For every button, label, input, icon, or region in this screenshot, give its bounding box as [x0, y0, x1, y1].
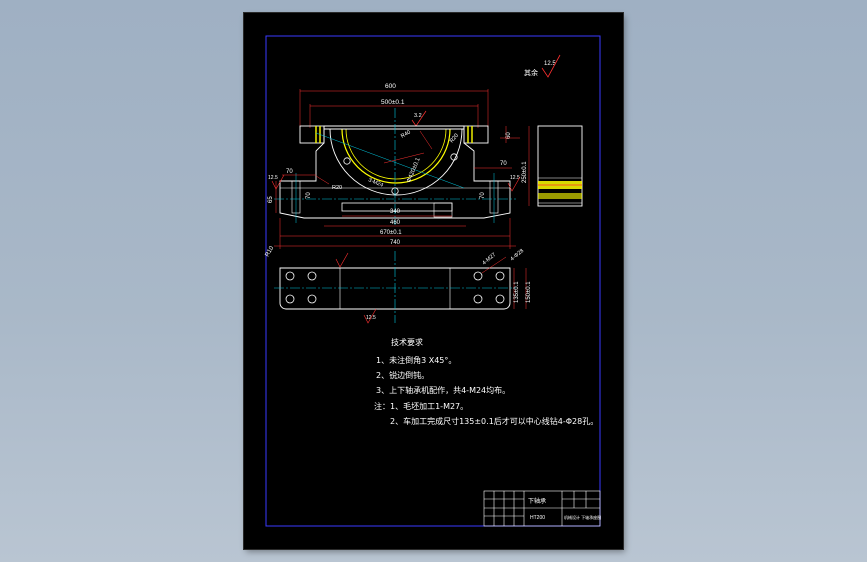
notes-line-5: 2、车加工完成尺寸135±0.1后才可以中心线钻4-Φ28孔。	[390, 416, 598, 426]
roughness-label: 其余	[524, 68, 538, 77]
cad-drawing: 其余 12.5 600 500±0.1 3.2	[265, 35, 601, 527]
dim-r40: R40	[400, 129, 412, 139]
roughness-symbol: 其余 12.5	[524, 54, 561, 78]
roughness-12-5-right: 12.5	[510, 175, 520, 181]
dim-500: 500±0.1	[381, 99, 405, 106]
title-code: 机械设计 下轴承座图	[564, 514, 601, 520]
dim-70-right-top: 70	[500, 161, 507, 167]
front-view: 600 500±0.1 3.2	[268, 83, 521, 249]
dim-60: 60	[506, 132, 512, 139]
top-view: R10 4-M27 4-Φ28 135±0.1 150±0.1 12.5	[265, 245, 532, 324]
title-block	[483, 490, 601, 527]
notes-line-1: 1、未注倒角3 X45°。	[376, 355, 456, 365]
drawing-frame	[265, 35, 601, 527]
roughness-3-2: 3.2	[414, 113, 422, 119]
dim-250: 250±0.1	[522, 161, 528, 183]
notes-heading: 技术要求	[391, 337, 423, 347]
dim-3-m24: 3-M24	[367, 177, 384, 188]
dim-4-d28: 4-Φ28	[509, 248, 525, 262]
dim-r10: R10	[265, 245, 276, 258]
side-view: 250±0.1	[522, 125, 583, 207]
technical-notes: 技术要求 1、未注倒角3 X45°。 2、锐边倒钝。 3、上下轴承机配作，共4-…	[374, 337, 598, 426]
dim-65: 65	[268, 196, 274, 203]
roughness-12-5-left: 12.5	[268, 175, 278, 181]
dim-r20-right: R20	[449, 133, 460, 145]
notes-line-2: 2、锐边倒钝。	[376, 370, 429, 380]
dim-340: 340	[390, 209, 401, 215]
dim-r20-left: R20	[332, 185, 342, 191]
dim-740: 740	[390, 240, 401, 246]
dim-135: 135±0.1	[514, 281, 520, 303]
title-part-name: 下轴承	[528, 497, 546, 505]
drawing-sheet: 其余 12.5 600 500±0.1 3.2	[244, 13, 623, 549]
dim-70-left-side: 70	[306, 192, 312, 199]
dim-70-left-top: 70	[286, 169, 293, 175]
dim-600: 600	[385, 83, 396, 90]
dim-670: 670±0.1	[380, 230, 402, 236]
notes-line-4: 注：1、毛坯加工1-M27。	[374, 401, 468, 411]
roughness-value: 12.5	[544, 61, 556, 67]
dim-460: 460	[390, 220, 401, 226]
dim-70-right-side: 70	[480, 192, 486, 199]
dim-150: 150±0.1	[526, 281, 532, 303]
notes-line-3: 3、上下轴承机配作，共4-M24均布。	[376, 385, 510, 395]
title-material: HT200	[530, 515, 545, 521]
